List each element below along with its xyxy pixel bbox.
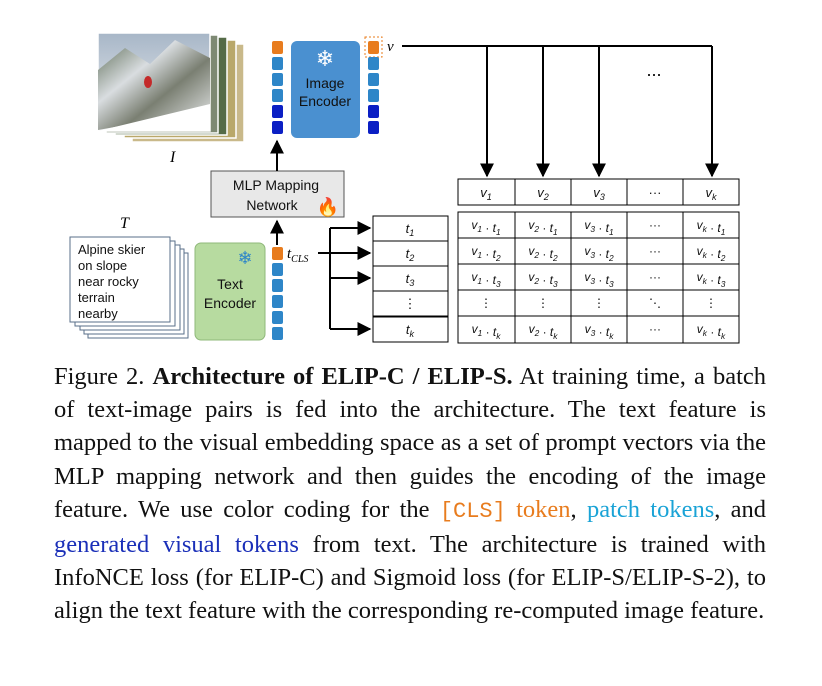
matrix-cell: ⋱: [649, 296, 661, 310]
patch-token: [368, 57, 379, 70]
matrix-cell: vk · t1: [697, 218, 726, 237]
text-encoder: ❄ Text Encoder: [194, 242, 266, 341]
svg-text:terrain: terrain: [78, 290, 115, 305]
matrix-cell: v2 · t1: [528, 218, 557, 237]
t-cell: [372, 215, 449, 242]
patch-token: [272, 89, 283, 102]
t-cell: [372, 316, 449, 343]
v-header-label: v1: [480, 185, 492, 202]
fire-icon: 🔥: [317, 196, 339, 217]
image-token-column: [364, 36, 383, 134]
matrix-cell: vk · t3: [697, 270, 726, 289]
patch-token: [272, 263, 283, 276]
image-encoder: ❄ Image Encoder: [291, 41, 360, 138]
matrix-cell: v2 · tk: [529, 322, 559, 341]
matrix-cell: v3 · t2: [584, 244, 614, 263]
generated-tokens-word: generated visual tokens: [54, 531, 299, 559]
caption-text-1: At training time, a batch of text-image …: [54, 363, 767, 523]
t-label: t3: [406, 271, 415, 288]
matrix-cell: ⋮: [537, 296, 549, 310]
matrix-cell: vk · t2: [697, 244, 726, 263]
v-label: v: [387, 39, 394, 55]
t-label: t2: [406, 246, 415, 263]
snowflake-icon: ❄: [316, 46, 334, 71]
patch-token: [368, 89, 379, 102]
patch-token: [272, 311, 283, 324]
matrix-cell: v1 · t2: [471, 244, 501, 263]
patch-token: [272, 57, 283, 70]
patch-token: [272, 327, 283, 340]
svg-text:Image: Image: [306, 75, 345, 91]
prompt-token-column: [272, 41, 283, 134]
cls-code: [CLS]: [439, 498, 506, 524]
cls-token: [272, 41, 283, 54]
cls-token-word: token: [516, 495, 571, 523]
generated-token: [272, 105, 283, 118]
text-label: T: [120, 215, 130, 232]
matrix-cell: ···: [649, 218, 661, 232]
matrix-cell: v3 · tk: [585, 322, 615, 341]
snowflake-icon: ❄: [237, 248, 252, 268]
matrix-cell: v3 · t1: [584, 218, 613, 237]
v-header-label: vk: [705, 185, 717, 202]
svg-text:nearby: nearby: [78, 306, 118, 321]
v-header-box: [457, 178, 740, 206]
image-stack: [97, 32, 245, 143]
matrix-cell: ⋮: [705, 296, 717, 310]
v-header-label: ···: [649, 185, 662, 200]
matrix-cell: ⋮: [593, 296, 605, 310]
matrix-cell: v2 · t3: [528, 270, 558, 289]
matrix-cell: ···: [649, 270, 661, 284]
matrix-cell: ···: [649, 244, 661, 258]
svg-text:Encoder: Encoder: [299, 93, 351, 109]
generated-token: [368, 105, 379, 118]
generated-token: [272, 121, 283, 134]
matrix-cell: v1 · t1: [471, 218, 500, 237]
caption-title: Architecture of ELIP-C / ELIP-S.: [152, 363, 513, 390]
patch-tokens-word: patch tokens: [586, 495, 715, 523]
v-header-row: v1 v2 v3 ··· vk: [457, 178, 740, 206]
svg-text:on slope: on slope: [78, 258, 127, 273]
tcls-label: tCLS: [287, 246, 308, 265]
figure-caption: Figure 2. Architecture of ELIP-C / ELIP-…: [54, 363, 767, 625]
text-token-column: [272, 247, 283, 340]
matrix-cell: ···: [649, 322, 661, 336]
svg-text:Encoder: Encoder: [204, 295, 256, 311]
patch-token: [272, 295, 283, 308]
matrix-border: [457, 211, 740, 344]
t-cell: [372, 240, 449, 267]
image-label: I: [169, 149, 176, 166]
svg-text:near rocky: near rocky: [78, 274, 139, 289]
matrix-cell: v3 · t3: [584, 270, 614, 289]
caption-fig-number: Figure 2.: [54, 363, 145, 390]
v-header-label: v2: [537, 185, 549, 202]
cls-token: [272, 247, 283, 260]
architecture-figure: I ❄ Image Encoder v ... MLP Mapping Netw…: [69, 32, 740, 344]
generated-token: [368, 121, 379, 134]
caption-text-2: from text. The architecture is trained w…: [54, 531, 766, 625]
t-column: t1 t2 t3 ⋮ tk: [372, 215, 449, 343]
dots-top: ...: [646, 60, 661, 80]
cls-token: [368, 41, 379, 54]
matrix-cell: vk · tk: [697, 322, 726, 341]
mlp-mapping-network: MLP Mapping Network 🔥: [210, 170, 345, 218]
svg-text:Text: Text: [217, 276, 243, 292]
patch-token: [272, 73, 283, 86]
t-label: t1: [406, 221, 415, 238]
matrix-cell: v1 · t3: [471, 270, 501, 289]
patch-token: [272, 279, 283, 292]
svg-text:Alpine skier: Alpine skier: [78, 242, 146, 257]
matrix-cell: ⋮: [480, 296, 492, 310]
t-cell: [372, 290, 449, 317]
t-label: ⋮: [404, 296, 417, 311]
patch-token: [368, 73, 379, 86]
matrix-cell: v1 · tk: [472, 322, 502, 341]
matrix-cell: v2 · t2: [528, 244, 558, 263]
text-stack: Alpine skier on slope near rocky terrain…: [69, 236, 189, 339]
svg-text:MLP Mapping: MLP Mapping: [233, 177, 319, 193]
similarity-matrix: v1 · t1 v2 · t1 v3 · t1 ··· vk · t1 v1 · t2 v2…: [457, 211, 740, 344]
t-label: tk: [406, 322, 415, 339]
v-header-label: v3: [593, 185, 605, 202]
svg-text:Network: Network: [246, 197, 298, 213]
